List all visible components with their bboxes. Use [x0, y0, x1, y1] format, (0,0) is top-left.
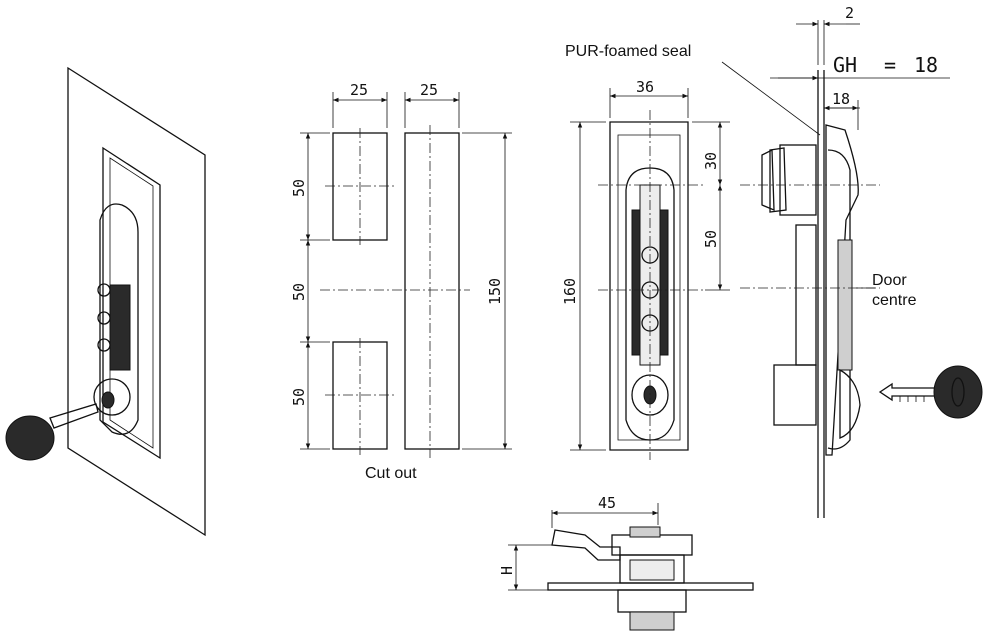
cutout-label: Cut out: [365, 465, 417, 482]
dim-cut-h-bot: 50: [290, 388, 308, 406]
front-view: [570, 88, 730, 460]
dim-bottom-width: 45: [598, 494, 616, 512]
gh-label: GH: [833, 53, 857, 77]
dim-cut-width-right: 25: [420, 81, 438, 99]
door-centre-label-2: centre: [872, 292, 917, 309]
dim-handle-length: 160: [561, 278, 579, 305]
dim-side-depth: 18: [832, 90, 850, 108]
isometric-view: [5, 66, 206, 537]
gh-value: 18: [914, 53, 938, 77]
cutout-view: [300, 92, 512, 458]
gh-equals: =: [884, 53, 896, 77]
dim-cut-width-left: 25: [350, 81, 368, 99]
bottom-view: [508, 503, 754, 631]
dim-handle-mid-offset: 50: [702, 230, 720, 248]
dim-cut-h-top: 50: [290, 179, 308, 197]
seal-label: PUR-foamed seal: [565, 43, 691, 60]
dim-handle-top-offset: 30: [702, 152, 720, 170]
dim-cut-total: 150: [486, 278, 504, 305]
dim-handle-width: 36: [636, 78, 654, 96]
side-view: [721, 20, 983, 518]
dim-side-thickness: 2: [845, 4, 854, 22]
dim-cut-h-mid: 50: [290, 283, 308, 301]
dim-bottom-height: H: [498, 566, 516, 575]
door-centre-label-1: Door: [872, 272, 907, 289]
